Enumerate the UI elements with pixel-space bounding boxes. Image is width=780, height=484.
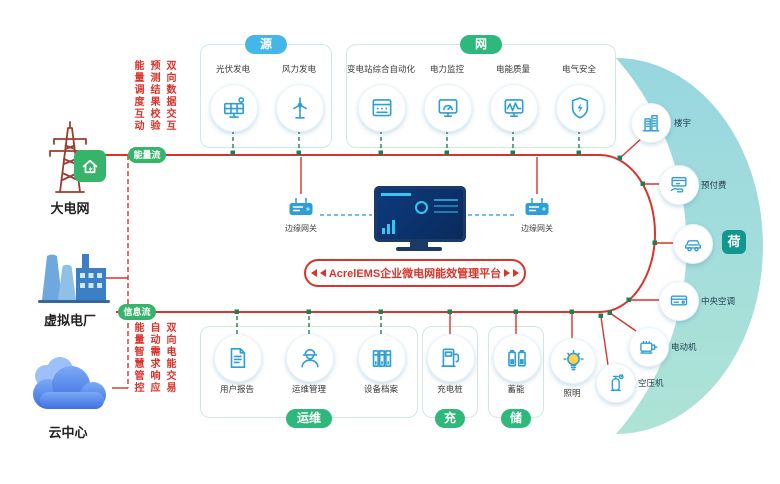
grid-home-badge (74, 150, 106, 182)
entity-label-cloud-center: 云中心 (48, 425, 88, 440)
note-forecast-check: 预测结果校验 (148, 60, 159, 132)
section-label-charging: 充 (435, 409, 465, 428)
junction-dots (230, 150, 657, 318)
item-label-prepaid: 预付费 (701, 180, 727, 190)
item-circle-substation (358, 84, 406, 132)
section-label-storage: 储 (501, 409, 531, 428)
edge-gateway-icon (289, 198, 313, 215)
item-circle-user-report (214, 334, 262, 382)
item-circle-lighting (550, 338, 596, 384)
electric-car-icon (684, 240, 702, 252)
item-circle-charging-pile (427, 334, 475, 382)
edge-gateway-right-label: 边缘网关 (521, 224, 553, 233)
electric-motor-icon (640, 340, 658, 354)
user-report-icon (230, 347, 246, 369)
electrical-safety-icon (571, 97, 589, 119)
central-air-conditioner-icon (670, 295, 688, 306)
info-flow-pill: 信息流 (118, 304, 156, 320)
item-label-lighting: 照明 (563, 388, 581, 398)
item-label-electrical-safety: 电气安全 (561, 64, 597, 74)
banner-arrow-left-icon (310, 269, 317, 277)
wind-turbine-icon (293, 97, 307, 119)
item-circle-wind (276, 84, 324, 132)
virtual-power-plant-icon (38, 254, 110, 303)
entity-label-virtual-plant: 虚拟电厂 (43, 313, 96, 328)
item-circle-central-ac (659, 281, 699, 321)
light-bulb-icon (562, 349, 584, 370)
note-energy-trade: 双向电能交易 (164, 322, 175, 394)
item-circle-equipment-archive (358, 334, 406, 382)
note-data-exchange: 双向数据交互 (164, 60, 175, 132)
item-label-central-ac: 中央空调 (701, 296, 736, 306)
banner-arrow-right-icon (504, 269, 511, 277)
item-circle-buildings (631, 103, 671, 143)
item-label-power-monitoring: 电力监控 (429, 64, 465, 74)
power-monitoring-icon (438, 99, 458, 117)
om-management-icon (301, 349, 319, 368)
item-label-wind: 风力发电 (281, 64, 317, 74)
banner-arrow-right-icon (513, 269, 520, 277)
air-compressor-icon (610, 374, 624, 392)
right-bus-curve (599, 154, 656, 313)
charging-pile-icon (441, 348, 460, 367)
monitor-screen (377, 189, 463, 239)
edge-gateway-icon (525, 198, 549, 215)
item-label-power-quality: 电能质量 (495, 64, 531, 74)
operation-connectors (236, 316, 382, 334)
substation-automation-icon (372, 99, 392, 117)
equipment-archive-icon (372, 350, 392, 367)
section-label-source: 源 (245, 35, 287, 54)
prepaid-payment-icon (670, 176, 687, 193)
section-label-grid: 网 (460, 35, 502, 54)
item-label-om-management: 运维管理 (291, 384, 327, 394)
item-label-battery-storage: 蓄能 (507, 384, 525, 394)
item-label-charging-pile: 充电桩 (437, 384, 463, 394)
top-connectors (232, 130, 580, 153)
item-circle-pv (210, 84, 258, 132)
item-label-pv: 光伏发电 (215, 64, 251, 74)
buildings-icon (642, 114, 660, 132)
note-smart-control: 能量智慧管控 (132, 322, 143, 394)
item-label-air-compressor: 空压机 (638, 378, 664, 388)
item-label-buildings: 楼宇 (674, 118, 692, 128)
banner-arrow-left-icon (319, 269, 326, 277)
arc-stubs (600, 137, 674, 366)
edge-gateway-left-label: 边缘网关 (285, 224, 317, 233)
platform-monitor (374, 186, 466, 242)
platform-banner-title: AcrelEMS企业微电网能效管理平台 (328, 268, 502, 280)
monitor-stand (410, 240, 428, 248)
solar-panel-icon (223, 97, 245, 118)
item-circle-prepaid (659, 165, 699, 205)
note-demand-response: 自动需求响应 (148, 322, 159, 394)
entity-label-main-grid: 大电网 (50, 201, 90, 216)
item-label-equipment-archive: 设备档案 (363, 384, 399, 394)
transmission-tower-icon (49, 121, 91, 193)
item-circle-electric-car (673, 224, 713, 264)
cloud-center-icon (33, 357, 106, 409)
section-label-load: 荷 (722, 230, 746, 254)
item-label-user-report: 用户报告 (219, 384, 255, 394)
note-energy-dispatch: 能量调度互动 (132, 60, 143, 132)
bottom-right-stubs (449, 312, 573, 338)
section-label-operation: 运维 (286, 409, 332, 428)
power-quality-icon (504, 99, 524, 117)
item-circle-om-management (286, 334, 334, 382)
edge-gateway-left: 边缘网关 (278, 196, 324, 234)
item-circle-electric-motor (629, 327, 669, 367)
monitor-base (396, 247, 442, 251)
item-label-substation: 变电站综合自动化 (346, 64, 416, 74)
item-circle-air-compressor (596, 363, 636, 403)
edge-gateway-right: 边缘网关 (514, 196, 560, 234)
item-circle-power-monitoring (424, 84, 472, 132)
item-circle-power-quality (490, 84, 538, 132)
item-circle-electrical-safety (556, 84, 604, 132)
home-energy-icon (82, 159, 98, 174)
item-label-electric-motor: 电动机 (671, 342, 697, 352)
item-circle-battery-storage (493, 334, 541, 382)
battery-storage-icon (508, 349, 526, 367)
platform-banner: AcrelEMS企业微电网能效管理平台 (304, 259, 526, 287)
energy-flow-pill: 能量流 (128, 147, 166, 163)
